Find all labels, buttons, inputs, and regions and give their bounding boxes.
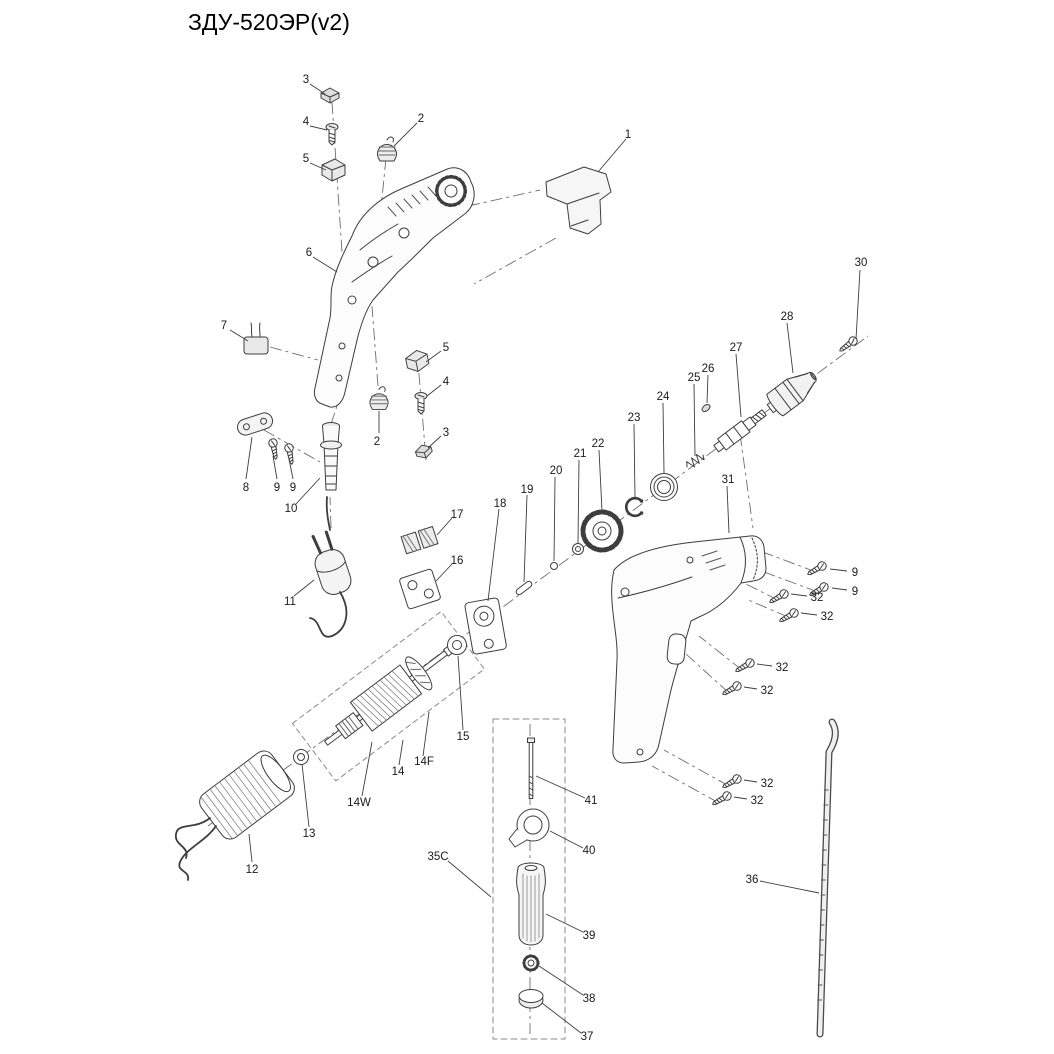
callout-part-38: 38	[583, 993, 596, 1005]
part-bolt-41	[527, 737, 535, 799]
part-brush-2a	[377, 136, 397, 162]
callout-part-2b: 2	[374, 436, 380, 448]
part-motor-housing-6	[313, 167, 475, 408]
part-plug-11	[309, 496, 352, 638]
callout-part-11: 11	[284, 596, 296, 608]
part-spring-25	[686, 453, 705, 468]
callout-part-32a: 32	[811, 592, 824, 604]
callout-part-8: 8	[243, 482, 249, 494]
part-switch-blocks-17	[400, 525, 439, 555]
callout-part-27: 27	[730, 342, 743, 354]
part-aux-handle-box-35c	[492, 718, 566, 1040]
callout-part-26: 26	[702, 363, 715, 375]
callout-part-6: 6	[306, 247, 312, 259]
part-screw-9b	[283, 442, 297, 466]
callout-part-23: 23	[628, 412, 641, 424]
part-armature-14	[291, 610, 485, 782]
callout-part-12: 12	[246, 864, 259, 876]
callout-part-9d: 9	[852, 586, 858, 598]
callout-part-15: 15	[457, 731, 470, 743]
callout-part-14: 14	[392, 766, 405, 778]
callout-part-3b: 3	[443, 427, 449, 439]
callout-part-32e: 32	[761, 778, 774, 790]
callout-part-21: 21	[574, 448, 587, 460]
callout-part-20: 20	[550, 465, 563, 477]
part-screw-4b	[414, 392, 428, 415]
part-brush-holder-5b	[405, 349, 430, 372]
callout-labels: 1 2 3 4 5 6 7 2 3 4 5 8 9 9 10 11 12 13 …	[221, 74, 868, 1043]
callout-part-1: 1	[625, 129, 631, 141]
callout-part-19: 19	[521, 484, 534, 496]
callout-part-40: 40	[583, 845, 596, 857]
callout-part-4a: 4	[303, 116, 310, 128]
page-title: ЗДУ-520ЭР(v2)	[188, 9, 350, 35]
callout-part-13: 13	[303, 828, 316, 840]
part-side-cover-1	[545, 166, 612, 235]
callout-part-24: 24	[657, 391, 670, 403]
callout-part-30: 30	[855, 257, 868, 269]
part-bearing-retainer-18	[464, 597, 507, 655]
part-pin-19	[515, 580, 533, 596]
part-cord-grip-10	[320, 422, 342, 491]
callout-part-9c: 9	[852, 567, 858, 579]
part-cord-clamp-8	[236, 412, 274, 436]
callout-part-14F: 14F	[414, 756, 434, 768]
part-brush-plate-16	[399, 568, 441, 610]
part-ring-21	[572, 543, 584, 555]
callout-part-32d: 32	[761, 685, 774, 697]
part-cap-nut-37	[518, 989, 544, 1009]
callout-part-4b: 4	[443, 376, 450, 388]
part-spindle-27	[713, 409, 767, 453]
part-screw-4a	[325, 123, 339, 146]
callout-part-10: 10	[285, 503, 298, 515]
callout-part-35C: 35C	[427, 851, 448, 863]
callout-part-39: 39	[583, 930, 596, 942]
part-cap-3b	[415, 444, 433, 459]
callout-part-2a: 2	[418, 113, 424, 125]
part-circlip-23	[624, 496, 644, 518]
part-handle-grip-39	[516, 862, 546, 946]
callout-part-5a: 5	[303, 153, 309, 165]
part-washer-38	[522, 954, 540, 972]
callout-part-25: 25	[688, 372, 701, 384]
part-brush-2b	[369, 386, 389, 410]
callout-part-5b: 5	[443, 342, 449, 354]
callout-part-32b: 32	[821, 611, 834, 623]
callout-part-3a: 3	[303, 74, 309, 86]
callout-part-36: 36	[746, 874, 759, 886]
part-ball-20	[550, 562, 558, 570]
part-capacitor-7	[243, 322, 269, 355]
part-bearing-15	[447, 635, 467, 655]
part-washer-13	[293, 749, 309, 765]
callout-part-7: 7	[221, 320, 227, 332]
part-stator-12	[175, 750, 295, 881]
part-screw-9a	[267, 437, 281, 461]
callout-part-16: 16	[451, 555, 464, 567]
callout-part-9a: 9	[274, 482, 280, 494]
callout-part-32c: 32	[776, 662, 789, 674]
part-detent-26	[701, 403, 711, 413]
callout-part-9b: 9	[290, 482, 296, 494]
part-handle-clamp-40	[508, 808, 550, 848]
callout-part-14W: 14W	[347, 797, 371, 809]
part-chuck-28	[766, 371, 817, 417]
part-cap-3a	[320, 87, 340, 104]
callout-part-17: 17	[451, 509, 464, 521]
part-brush-holder-5a	[321, 158, 346, 182]
callout-part-18: 18	[494, 498, 507, 510]
part-housing-31	[611, 535, 767, 764]
part-gear-22	[580, 509, 624, 553]
callout-part-41: 41	[585, 795, 598, 807]
part-bearing-24	[650, 473, 678, 501]
part-depth-rod-36	[816, 718, 839, 1038]
callout-part-22: 22	[592, 438, 605, 450]
callout-part-28: 28	[781, 311, 794, 323]
leader-lines	[229, 83, 861, 1034]
callout-part-31: 31	[722, 474, 735, 486]
callout-part-37: 37	[581, 1031, 594, 1043]
callout-part-32f: 32	[751, 795, 764, 807]
